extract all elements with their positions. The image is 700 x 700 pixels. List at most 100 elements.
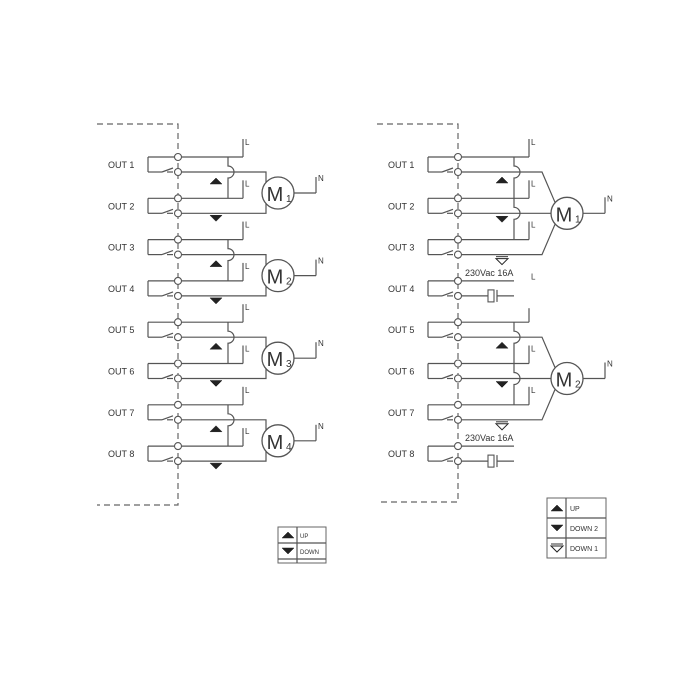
switch-contact	[441, 332, 454, 338]
terminal	[453, 359, 463, 368]
terminal	[453, 194, 463, 203]
up-arrow-icon	[209, 177, 223, 185]
terminal	[453, 276, 463, 285]
jumper-wire	[227, 239, 235, 281]
down-arrow-icon	[209, 462, 223, 470]
up-arrow-icon	[550, 504, 564, 512]
switch-contact	[441, 167, 454, 173]
motor-feed-down	[182, 285, 267, 297]
line-label: L	[531, 273, 536, 282]
neutral-label: N	[318, 339, 324, 348]
motor-feed-down	[182, 450, 267, 462]
switch-contact	[441, 291, 454, 297]
output-label: OUT 6	[108, 367, 134, 377]
line-label: L	[245, 262, 250, 271]
line-label: L	[245, 179, 250, 188]
switch-contact	[441, 373, 454, 380]
neutral-label: N	[318, 257, 324, 266]
relay-coil-icon	[487, 454, 495, 468]
motor-feed-down1	[462, 224, 556, 256]
motor-feed-up	[462, 171, 556, 203]
line-label: L	[245, 345, 250, 354]
output-label: OUT 1	[108, 160, 134, 170]
switch-contact	[161, 208, 174, 214]
switch-contact	[441, 250, 454, 256]
down-arrow-icon	[209, 215, 223, 222]
terminal	[173, 318, 183, 327]
up-arrow-icon	[281, 531, 295, 539]
line-label: L	[531, 179, 536, 188]
motor-feed-up	[182, 336, 267, 349]
output-label: OUT 4	[108, 284, 134, 294]
terminal	[453, 318, 463, 327]
relay-rating-label: 230Vac 16A	[465, 433, 513, 443]
terminal	[173, 457, 183, 466]
switch-contact	[161, 456, 174, 462]
motor-letter: M	[556, 370, 573, 392]
output-label: OUT 5	[108, 325, 134, 335]
terminal	[173, 442, 183, 451]
terminal	[453, 235, 463, 244]
down-hollow-arrow-icon	[549, 545, 565, 553]
output-label: OUT 8	[108, 449, 134, 459]
relay-coil-icon	[487, 289, 495, 303]
terminal	[173, 333, 183, 342]
terminal	[173, 276, 183, 285]
terminal	[453, 457, 463, 466]
terminal	[453, 291, 463, 300]
terminal	[453, 442, 463, 451]
terminal	[173, 415, 183, 424]
terminal	[453, 400, 463, 409]
line-label: L	[531, 221, 536, 230]
motor-feed-up	[182, 254, 267, 266]
up-arrow-icon	[495, 176, 509, 184]
jumper-wire	[227, 322, 235, 364]
neutral-label: N	[318, 422, 324, 431]
line-label: L	[245, 386, 250, 395]
terminal	[453, 250, 463, 259]
line-label: L	[245, 303, 250, 312]
legend-label-up: UP	[300, 534, 308, 540]
neutral-label: N	[607, 360, 613, 369]
motor-letter: M	[267, 432, 284, 454]
terminal	[173, 209, 183, 218]
line-label: L	[531, 138, 536, 147]
legend-label-down1: DOWN 1	[570, 546, 598, 553]
terminal	[453, 152, 463, 162]
terminal	[173, 194, 183, 203]
motor-feed-up	[462, 336, 556, 368]
terminal	[173, 167, 183, 177]
terminal	[453, 415, 463, 424]
relay-rating-label: 230Vac 16A	[465, 268, 513, 278]
terminal	[173, 291, 183, 300]
switch-contact	[441, 208, 454, 214]
motor-index: 4	[286, 442, 292, 453]
terminal	[173, 152, 183, 162]
down-arrow-icon	[209, 380, 223, 387]
enclosure-border	[97, 123, 179, 506]
jumper-wire	[513, 157, 521, 240]
switch-contact	[441, 415, 454, 421]
line-label: L	[245, 138, 250, 147]
motor-feed-down	[182, 368, 267, 380]
neutral-label: N	[607, 194, 613, 203]
down-arrow-icon	[281, 547, 295, 555]
switch-contact	[161, 250, 174, 256]
down-hollow-arrow-icon	[494, 423, 510, 431]
jumper-wire	[227, 404, 235, 447]
output-label: OUT 5	[388, 325, 414, 335]
legend-label-down2: DOWN 2	[570, 526, 598, 533]
output-label: OUT 2	[388, 201, 414, 211]
motor-letter: M	[267, 349, 284, 371]
switch-contact	[441, 456, 454, 462]
terminal	[173, 250, 183, 259]
line-label: L	[245, 427, 250, 436]
output-label: OUT 3	[388, 243, 414, 253]
